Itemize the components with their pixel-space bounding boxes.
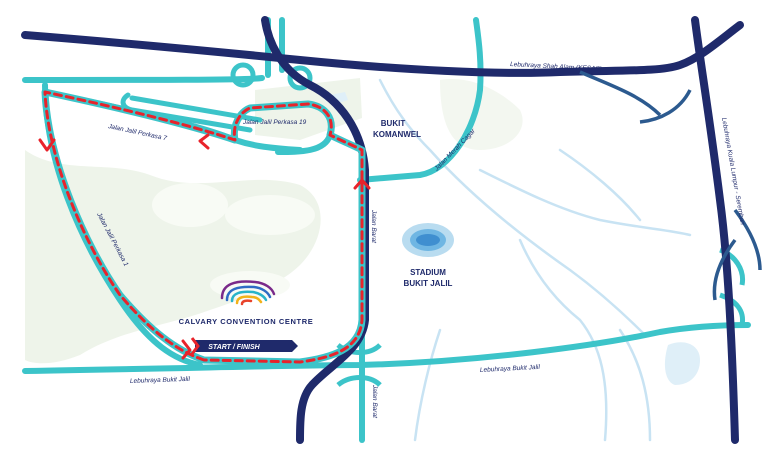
road-label-barat-north: Jalan Barat [370,209,377,244]
road-label-bukit-jalil-east: Lebuhraya Bukit Jalil [480,364,541,374]
road-label-bukit-jalil-west: Lebuhraya Bukit Jalil [130,376,191,385]
landmark-bukit-komanwel: BUKIT [381,119,406,128]
venue-name: CALVARY CONVENTION CENTRE [179,317,314,326]
stadium-icon [402,223,454,257]
direction-arrows [38,133,371,360]
road-label-barat-south: Jalan Barat [371,384,378,419]
run-route [41,88,366,366]
landmark-stadium-line2: BUKIT JALIL [404,279,453,288]
road-label-jalil-perkasa-7: Jalan Jalil Perkasa 7 [107,123,168,143]
landmark-bukit-komanwel-line2: KOMANWEL [373,130,421,139]
landmark-stadium: STADIUM [410,268,446,277]
venue-logo [220,280,276,306]
road-label-kesas: Lebuhraya Shah Alam (KESAS) [510,61,602,73]
streams [378,78,692,442]
arrow-icon [353,178,371,190]
expressway-ramps [579,70,762,301]
start-finish-label: START / FINISH [208,344,260,351]
interchange-loops [230,62,746,388]
arrow-icon [38,138,56,152]
start-finish-banner [190,337,298,355]
arrow-icon [198,133,210,150]
park-highlights [152,183,315,299]
road-label-jalil-perkasa-19: Jalan Jalil Perkasa 19 [242,119,307,126]
arrow-icon [181,339,192,360]
